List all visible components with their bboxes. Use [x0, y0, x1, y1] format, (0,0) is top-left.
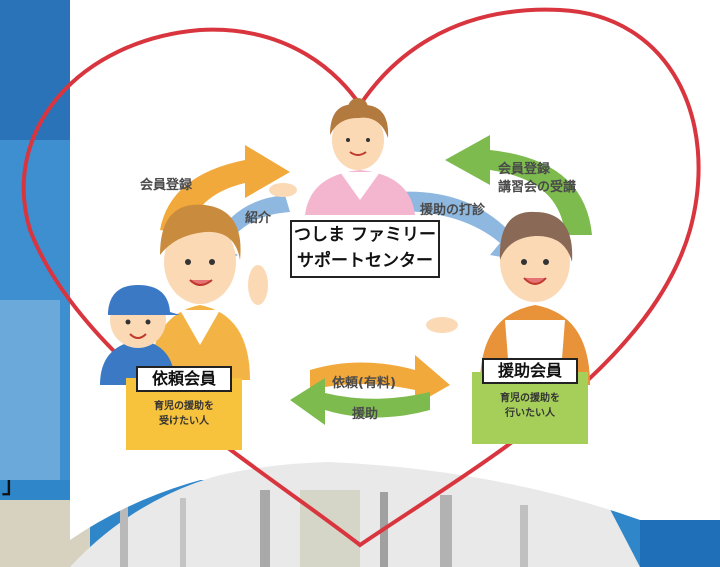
requester-desc: 育児の援助を 受けたい人 — [134, 394, 234, 434]
supporter-desc: 育児の援助を 行いたい人 — [480, 386, 580, 426]
center-title-line1: つしま ファミリー — [294, 225, 436, 245]
supporter-desc-line1: 育児の援助を — [500, 393, 560, 404]
left-edge-bracket: 」 — [2, 474, 25, 499]
supporter-box-bg — [472, 372, 588, 444]
label-register-left: 会員登録 — [140, 178, 193, 193]
supporter-member-tag: 援助会員 — [482, 358, 578, 384]
arrow-request — [310, 355, 450, 405]
label-introduce: 紹介 — [245, 211, 272, 226]
center-title-line2: サポートセンター — [297, 251, 433, 271]
label-request-paid: 依頼(有料) — [332, 376, 396, 391]
supporter-desc-line2: 行いたい人 — [505, 408, 555, 419]
bottom-building-photo — [70, 460, 720, 567]
label-support: 援助 — [352, 407, 379, 422]
arrow-support — [290, 378, 430, 425]
label-register-right-1: 会員登録 — [498, 162, 551, 177]
arrow-register-right — [445, 135, 592, 235]
requester-desc-line1: 育児の援助を — [154, 401, 214, 412]
staff-figure — [269, 98, 415, 215]
requester-desc-line2: 受けたい人 — [159, 416, 209, 427]
label-register-right-2: 講習会の受講 — [498, 180, 577, 195]
center-title-box: つしま ファミリー サポートセンター — [290, 220, 440, 278]
requester-member-tag: 依頼会員 — [136, 366, 232, 392]
label-support-meeting: 援助の打診 — [420, 203, 486, 218]
